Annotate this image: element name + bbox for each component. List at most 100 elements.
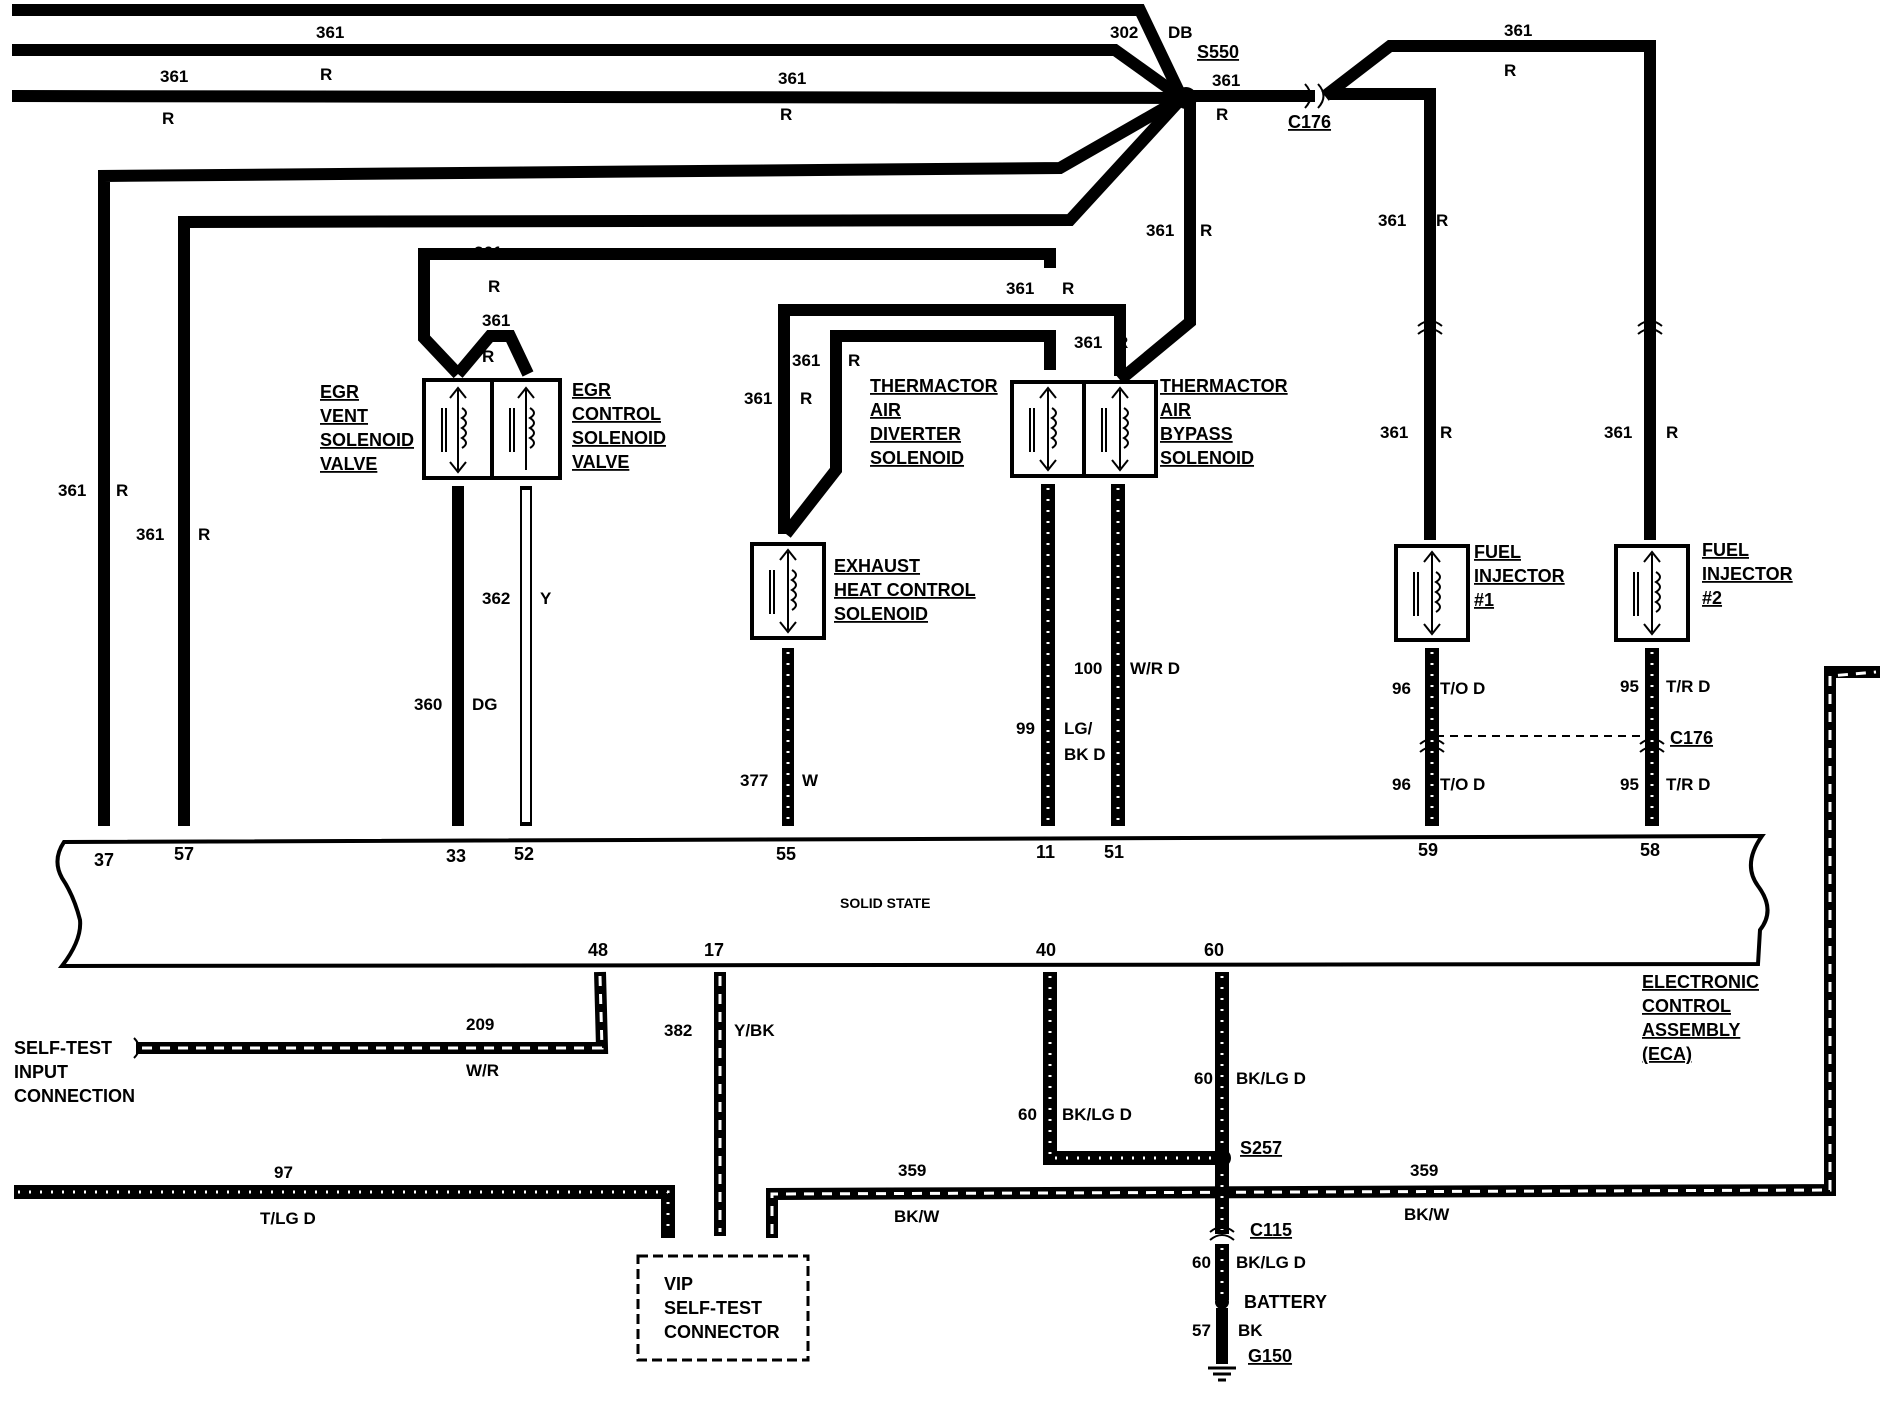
label-r-s550-out: R: [1216, 105, 1228, 124]
therm-bypass-label-2: AIR: [1160, 400, 1191, 420]
self-test-input-label-3: CONNECTION: [14, 1086, 135, 1106]
therm-bypass-label-1: THERMACTOR: [1160, 376, 1288, 396]
label-57-bk: 57: [1192, 1321, 1211, 1340]
self-test-input-label-1: SELF-TEST: [14, 1038, 112, 1058]
thermactor-group: 361 R 361 R 361 R 361 R THERMACTOR AIR D…: [740, 279, 1288, 826]
label-t-o-d-b: T/O D: [1440, 775, 1485, 794]
label-209: 209: [466, 1015, 494, 1034]
label-r-right: R: [1504, 61, 1516, 80]
therm-diverter-label-3: DIVERTER: [870, 424, 961, 444]
label-361-b: 361: [160, 67, 188, 86]
label-361-c: 361: [778, 69, 806, 88]
pin-40: 40: [1036, 940, 1056, 960]
label-r-therm-b: R: [1116, 333, 1128, 352]
label-361-right: 361: [1504, 21, 1532, 40]
egr-control-label-4: VALVE: [572, 452, 629, 472]
fi2-coil-icon: [1633, 550, 1661, 636]
label-95-b: 95: [1620, 775, 1639, 794]
egr-group: 361 R 361 R EGR VENT SOLENOID VALVE EGR …: [320, 243, 1056, 826]
label-361-therm-a: 361: [1006, 279, 1034, 298]
egr-vent-coil-icon: [441, 386, 467, 474]
therm-bypass-coil-icon: [1101, 386, 1129, 472]
fi1-label-3: #1: [1474, 590, 1494, 610]
wire-209-w-r: [136, 971, 609, 1054]
label-r-c: R: [780, 105, 792, 124]
label-bk-w-a: BK/W: [894, 1207, 940, 1226]
wire-361-to-fuel-injector-1: [1330, 88, 1436, 540]
therm-diverter-label-1: THERMACTOR: [870, 376, 998, 396]
exhaust-label-2: HEAT CONTROL: [834, 580, 976, 600]
label-361-a: 361: [316, 23, 344, 42]
wire-361-egr-mid: [453, 330, 534, 378]
label-t-r-d-a: T/R D: [1666, 677, 1710, 696]
eca-label-3: ASSEMBLY: [1642, 1020, 1740, 1040]
label-361-pin37: 361: [58, 481, 86, 500]
label-361-pin57: 361: [136, 525, 164, 544]
pin-48: 48: [588, 940, 608, 960]
vip-self-test-connector: [636, 1254, 810, 1362]
label-bk: BK: [1238, 1321, 1263, 1340]
eca-label-1: ELECTRONIC: [1642, 972, 1759, 992]
top-harness: S550 361 R 361 R 361 R 302 DB 361 R 361 …: [11, 4, 1656, 826]
eca-outline: [55, 833, 1770, 969]
label-361-fi1-lo: 361: [1380, 423, 1408, 442]
eca-module: SOLID STATE 37 57 33 52 55 11 51 59 58 4…: [55, 833, 1770, 1064]
bottom-harness: 209 W/R SELF-TEST INPUT CONNECTION 382 Y…: [14, 666, 1880, 1382]
label-361-fi2-lo: 361: [1604, 423, 1632, 442]
label-361-egr-mid: 361: [482, 311, 510, 330]
wire-361-to-pin37: [98, 92, 1185, 826]
label-r-fi2-lo: R: [1666, 423, 1678, 442]
label-w-r-d: W/R D: [1130, 659, 1180, 678]
wire-361-b: [11, 90, 1183, 104]
ground-g150-label: G150: [1248, 1346, 1292, 1366]
self-test-input-connector-icon: [133, 1037, 140, 1059]
pin-17: 17: [704, 940, 724, 960]
vip-label-1: VIP: [664, 1274, 693, 1294]
egr-vent-label-1: EGR: [320, 382, 359, 402]
label-360: 360: [414, 695, 442, 714]
label-y: Y: [540, 589, 552, 608]
ground-icon: [1208, 1366, 1236, 1382]
splice-s257-label: S257: [1240, 1138, 1282, 1158]
label-r-egr-mid: R: [482, 347, 494, 366]
egr-vent-label-2: VENT: [320, 406, 368, 426]
label-r-down: R: [1200, 221, 1212, 240]
eca-solid-state-label: SOLID STATE: [840, 895, 930, 911]
label-r-ex: R: [800, 389, 812, 408]
label-w-r: W/R: [466, 1061, 499, 1080]
label-r-ex-top: R: [848, 351, 860, 370]
label-db: DB: [1168, 23, 1193, 42]
connector-c115-label: C115: [1250, 1220, 1292, 1240]
connector-c176-mid-label: C176: [1670, 728, 1713, 748]
therm-diverter-label-2: AIR: [870, 400, 901, 420]
label-99: 99: [1016, 719, 1035, 738]
connector-fi2-upper: [1637, 320, 1663, 335]
egr-control-label-1: EGR: [572, 380, 611, 400]
eca-pins-top: 37 57 33 52 55 11 51 59 58: [94, 840, 1660, 870]
connector-c176-top-symbol: [1304, 83, 1325, 109]
label-bk-lg-d-a: BK/LG D: [1236, 1069, 1306, 1088]
label-361-ex-top: 361: [792, 351, 820, 370]
connector-fi2-mid: [1639, 738, 1665, 753]
label-100: 100: [1074, 659, 1102, 678]
wire-361-s550-down: [1116, 100, 1196, 385]
battery-node: [1215, 1295, 1229, 1309]
connector-fi1-mid: [1419, 738, 1445, 753]
therm-diverter-label-4: SOLENOID: [870, 448, 964, 468]
wire-361-a: [12, 44, 1186, 103]
label-361-down: 361: [1146, 221, 1174, 240]
therm-bypass-label-3: BYPASS: [1160, 424, 1233, 444]
self-test-input-label-2: INPUT: [14, 1062, 68, 1082]
label-r-a: R: [320, 65, 332, 84]
label-t-lg-d: T/LG D: [260, 1209, 316, 1228]
therm-bypass-label-4: SOLENOID: [1160, 448, 1254, 468]
wire-302-db: [12, 4, 1188, 101]
label-302: 302: [1110, 23, 1138, 42]
label-96-a: 96: [1392, 679, 1411, 698]
label-dg: DG: [472, 695, 498, 714]
connector-fi1-upper: [1417, 320, 1443, 335]
label-w: W: [802, 771, 819, 790]
label-bk-d: BK D: [1064, 745, 1106, 764]
